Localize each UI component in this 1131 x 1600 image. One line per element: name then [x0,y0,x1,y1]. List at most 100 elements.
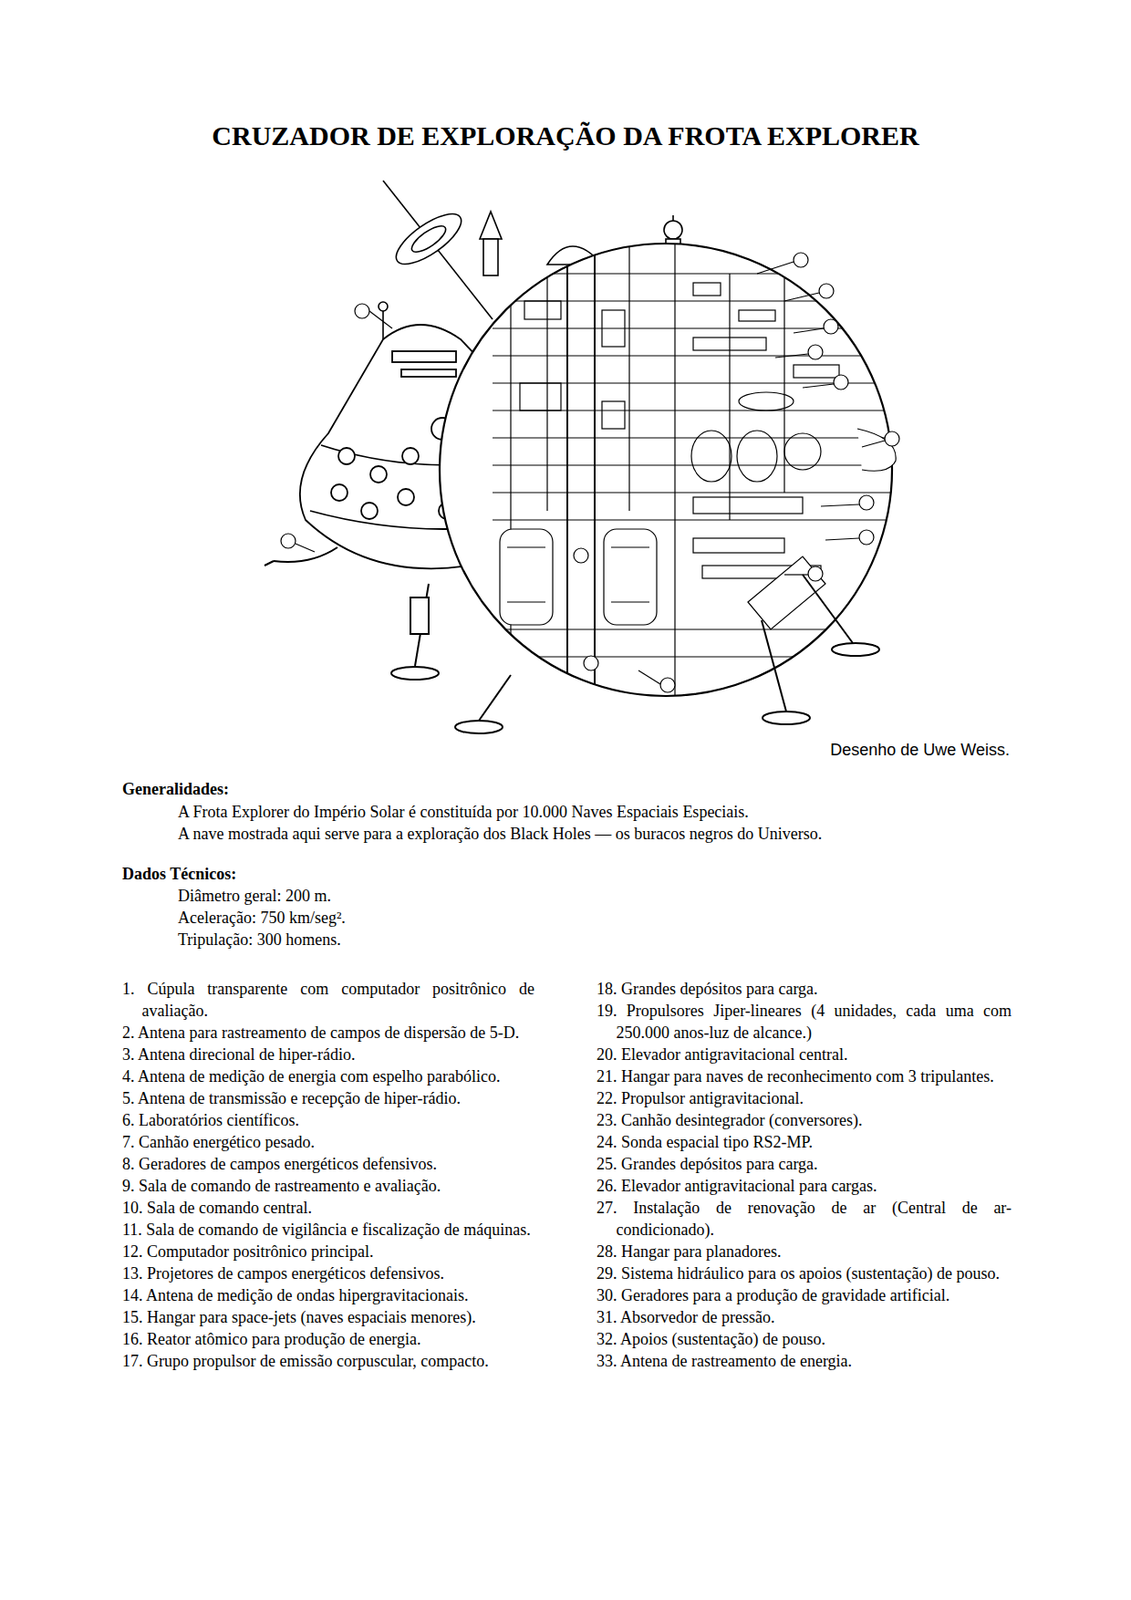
callout-leaders-part [638,670,661,685]
antenna-part [664,220,683,239]
callout-leaders-part [784,573,809,575]
spec-line: Diâmetro geral: 200 m. [177,884,332,907]
callout-leaders-part [802,383,834,388]
spec-line: Aceleração: 750 km/seg². [177,906,346,929]
part-list-item: 16. Reator atômico para produção de ener… [122,1328,535,1350]
hull-part-part [674,237,675,712]
part-list-item: 7. Canhão energético pesado. [122,1131,535,1153]
callout-leaders-part [820,504,860,507]
hull-part-part [784,433,821,470]
landing-legs-part [762,711,810,725]
callout-leaders-part [369,311,393,329]
callout-leaders-part [859,529,874,545]
hull-part-part [593,237,596,712]
body-text: A Frota Explorer do Império Solar é cons… [177,800,749,823]
side-pod-part [338,447,355,465]
hull-part-part [492,272,894,274]
hull-part-part [693,538,785,553]
callout-leaders-part [784,292,820,301]
part-list-item: 26. Elevador antigravitacional para carg… [596,1174,1012,1197]
antenna-part [382,308,384,340]
callout-leaders-part [861,440,885,447]
hull-part [603,529,657,625]
hull-part-part [492,628,894,630]
part-list-item: 24. Sonda espacial tipo RS2-MP. [596,1131,1012,1153]
hull-part-part [693,337,767,351]
drawing-credit: Desenho de Uwe Weiss. [830,738,1010,761]
hull-part-part [546,237,548,511]
part-list-item: 33. Antena de rastreamento de energia. [596,1349,1012,1372]
part-list-item: 6. Laboratórios científicos. [122,1109,535,1131]
callout-leaders-part [808,344,823,360]
body-text: A nave mostrada aqui serve para a explor… [177,822,822,845]
hull-part-part [693,497,803,514]
hull-part [507,546,546,548]
part-list-item: 15. Hangar para space-jets (naves espaci… [122,1306,535,1329]
antenna-part [483,238,499,276]
hull-part-part [524,300,561,320]
hull-part-part [492,354,894,356]
part-list-item: 31. Absorvedor de pressão. [596,1306,1012,1329]
callout-leaders-part [825,538,860,540]
hull-part [747,556,826,630]
callout-leaders-part [573,548,589,563]
antenna-part [388,205,468,273]
callout-leaders-part [823,319,839,334]
part-list-item: 8. Geradores de campos energéticos defen… [122,1152,535,1175]
part-list-item: 2. Antena para rastreamento de campos de… [122,1021,535,1044]
part-list-item: 22. Propulsor antigravitacional. [596,1087,1012,1110]
hull-part-part [738,392,794,411]
section-heading: Dados Técnicos: [122,862,237,885]
spec-line: Tripulação: 300 homens. [177,928,342,951]
side-pod-part [392,351,457,363]
antenna-part [383,180,493,320]
landing-legs-part [455,720,503,734]
part-list-item: 5. Antena de transmissão e recepção de h… [122,1087,535,1110]
hull-part-part [492,491,894,493]
side-pod-part [331,484,348,501]
callout-leaders-part [819,283,834,299]
hull-part-part [566,237,569,712]
callout-leaders-part [660,677,675,693]
hull-part-part [628,237,630,511]
part-list-item: 29. Sistema hidráulico para os apoios (s… [596,1262,1012,1285]
part-list-item: 28. Hangar para planadores. [596,1240,1012,1263]
callout-leaders-part [884,431,900,447]
side-pod-part [402,447,419,465]
callout-leaders-part [280,533,296,549]
landing-legs [264,547,880,734]
part-list-item: 1. Cúpula transparente com computador po… [122,977,535,1022]
legend-column: 1. Cúpula transparente com computador po… [122,977,535,1372]
landing-legs-part [761,620,787,712]
part-list-item: 17. Grupo propulsor de emissão corpuscul… [122,1349,535,1372]
callout-leaders-part [295,543,315,552]
callout-leaders-part [757,261,794,274]
part-list-item: 20. Elevador antigravitacional central. [596,1043,1012,1066]
hull-part-part [601,401,625,429]
callout-leaders-part [859,495,874,510]
side-pod-part [361,502,378,519]
side-pod-part [401,369,457,377]
side-pod-part [370,466,387,483]
part-list-item: 12. Computador positrônico principal. [122,1240,535,1263]
part-list-item: 18. Grandes depósitos para carga. [596,977,1012,1000]
part-list-item: 30. Geradores para a produção de gravida… [596,1284,1012,1307]
part-list-item: 23. Canhão desintegrador (conversores). [596,1109,1012,1131]
hull-part [492,237,894,712]
hull-part-part [691,430,732,482]
antenna-part [407,221,449,257]
part-list-item: 25. Grandes depósitos para carga. [596,1152,1012,1175]
hull-part [611,601,650,602]
landing-legs-part [831,643,880,656]
hull-part-part [728,273,730,520]
part-list-item: 27. Instalação de renovação de ar (Centr… [596,1196,1012,1241]
hull [439,237,896,712]
hull-part-part [492,655,894,657]
part-list-item: 9. Sala de comando de rastreamento e ava… [122,1174,535,1197]
callout-leaders-part [583,655,599,671]
callout-leaders-part [775,353,809,358]
hull-part-part [736,430,778,482]
hull-part-part [519,383,561,411]
hull-part-part [601,310,625,347]
part-list-item: 19. Propulsores Jiper-lineares (4 unidad… [596,999,1012,1044]
